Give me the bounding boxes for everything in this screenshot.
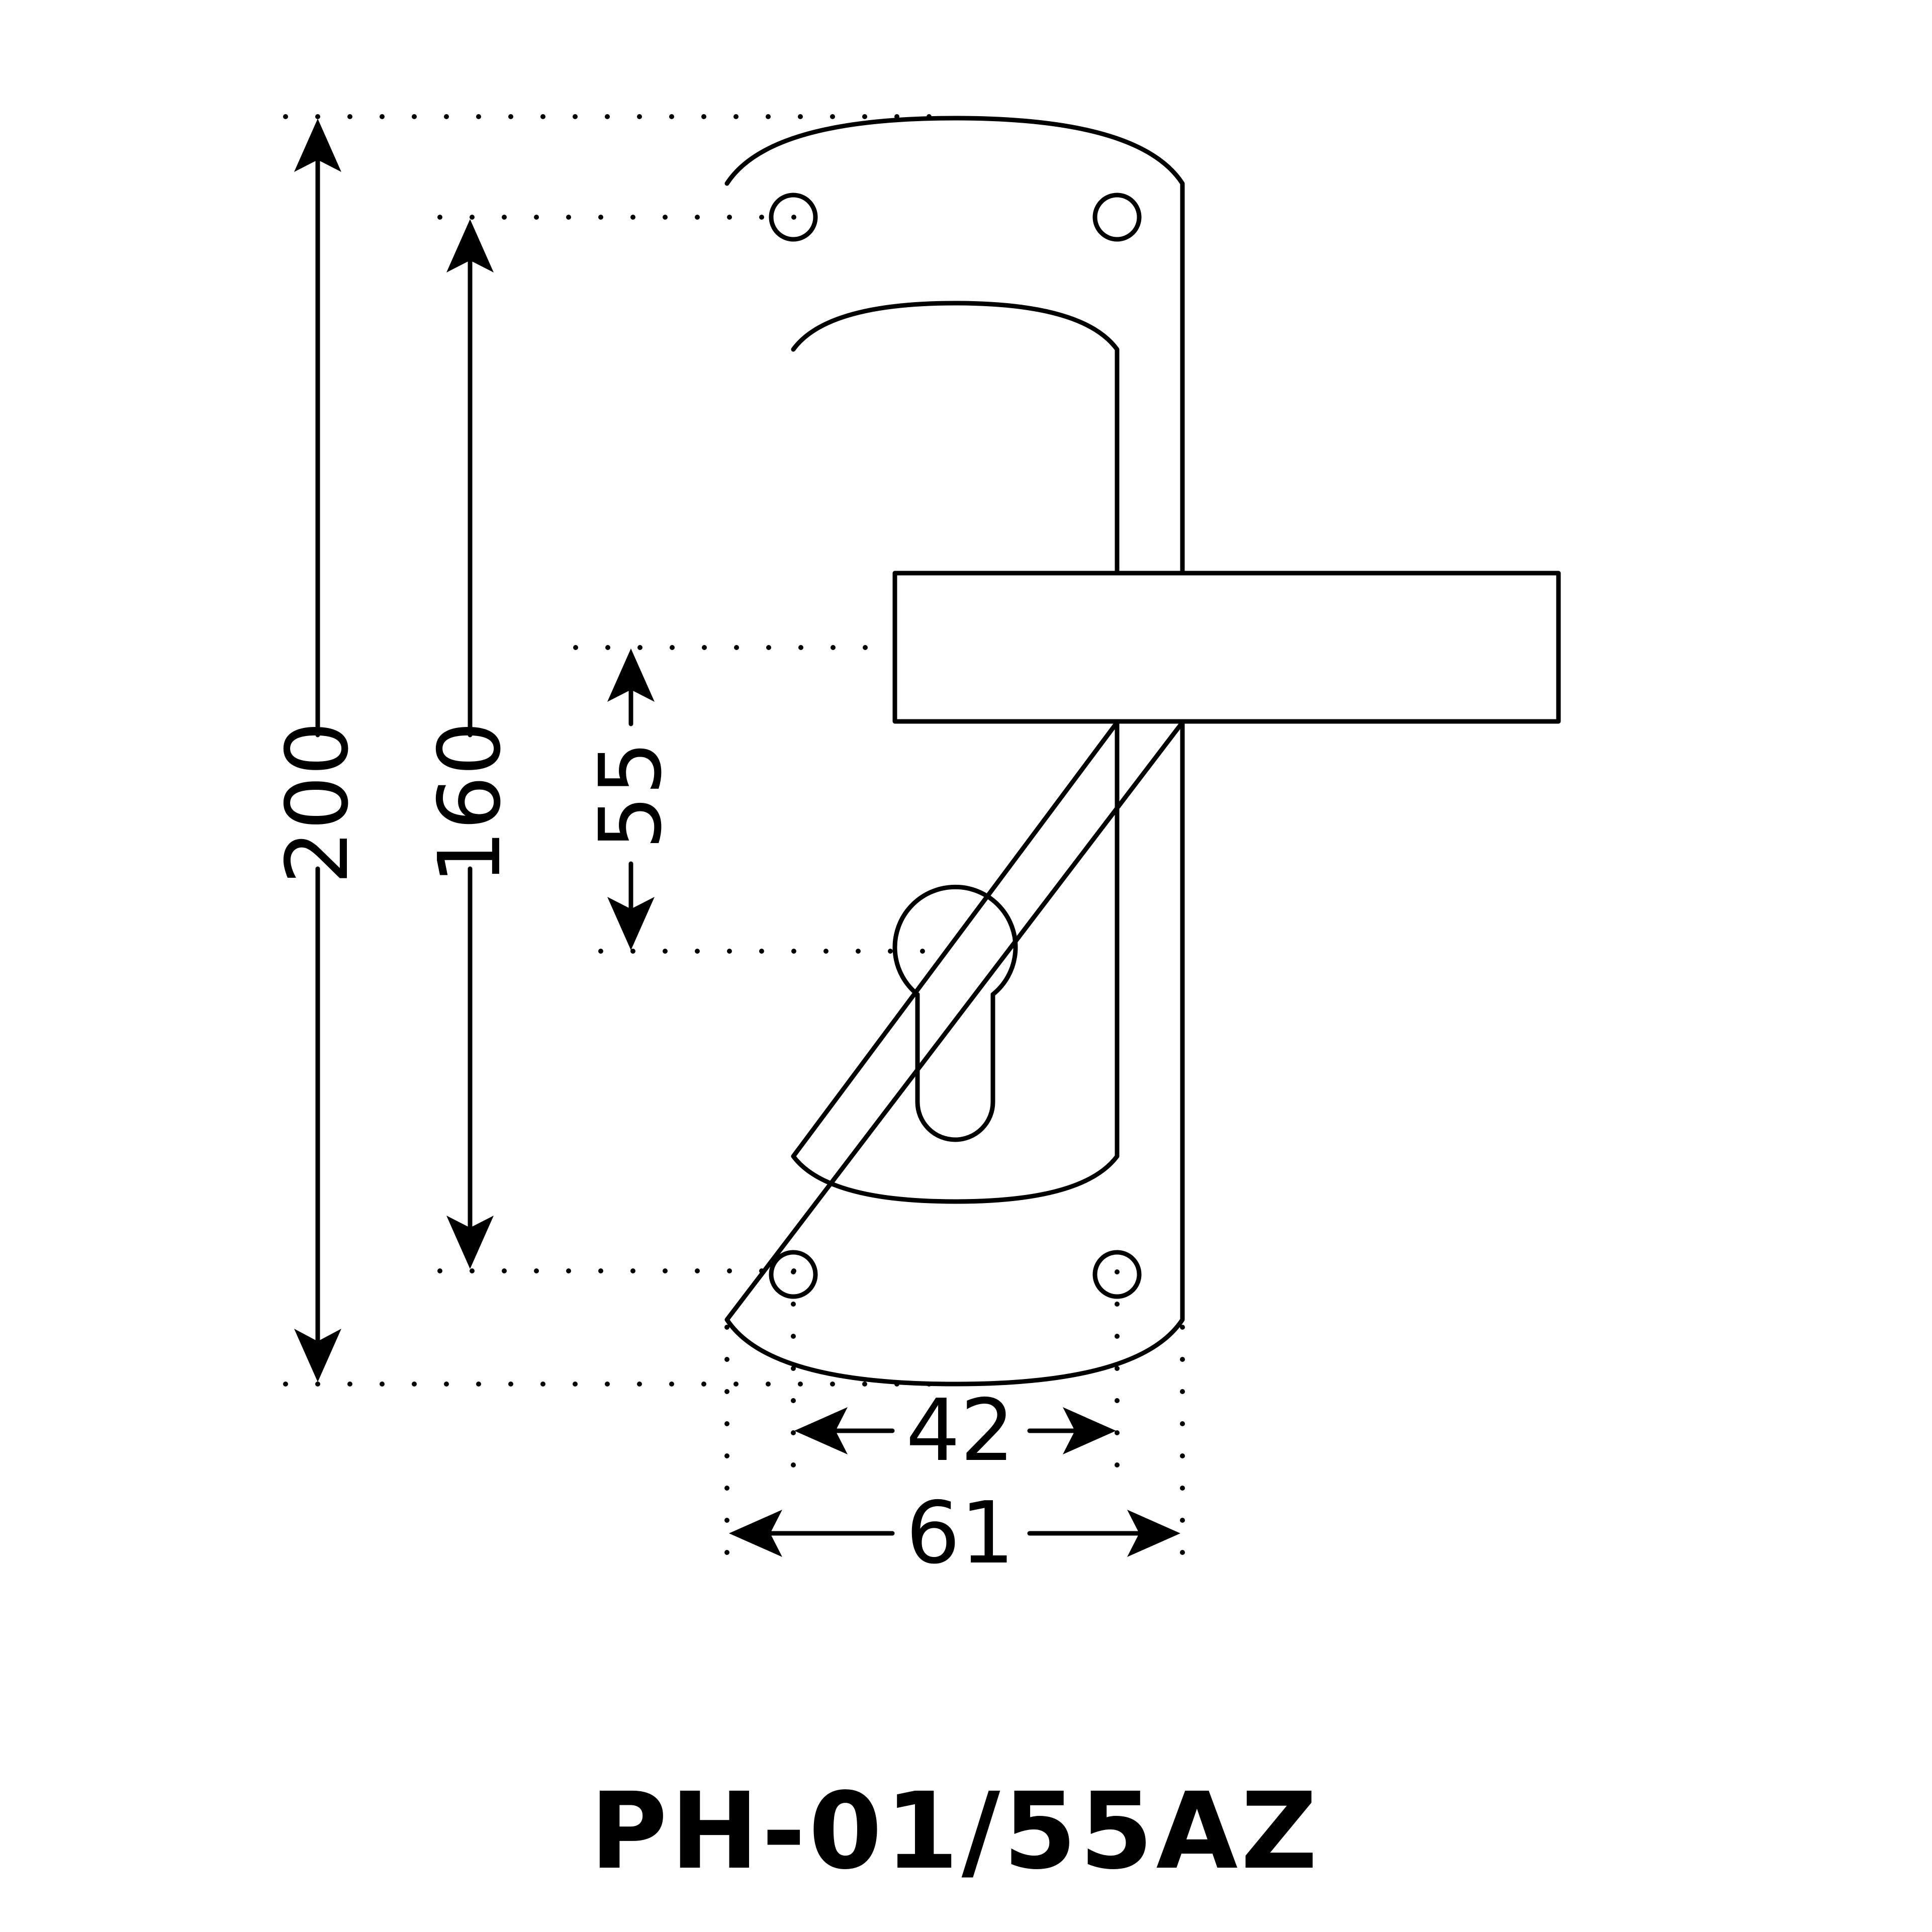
dim-200-arrow-up (294, 119, 341, 172)
dim-160-label: 160 (420, 721, 520, 884)
dim-61-arrow-right (1127, 1510, 1180, 1557)
screw-hole-top-right (1092, 193, 1142, 242)
keyhole (892, 884, 1018, 1142)
inner-panel-outline (791, 301, 1120, 1204)
dim-55-arrow-up (607, 649, 655, 702)
extension-lines (283, 114, 1185, 1571)
dim-160-arrow-up (446, 219, 494, 272)
dim-200-label: 200 (268, 721, 367, 884)
dim-42-arrow-left (794, 1407, 848, 1454)
dimension-55: 55 (581, 649, 681, 950)
dimension-160: 160 (420, 219, 520, 1269)
product-code: PH-01/55AZ (590, 1770, 1321, 1893)
dimension-42: 42 (794, 1381, 1116, 1481)
dim-55-arrow-down (607, 897, 655, 950)
dim-200-arrow-down (294, 1329, 341, 1382)
dim-61-arrow-left (729, 1510, 782, 1557)
dim-61-label: 61 (906, 1484, 1015, 1583)
dim-42-label: 42 (906, 1381, 1015, 1481)
dim-55-label: 55 (581, 741, 681, 850)
dimension-200: 200 (268, 119, 367, 1382)
back-plate-outline (724, 116, 1185, 1387)
lever-handle (892, 571, 1561, 724)
dim-42-arrow-right (1063, 1407, 1116, 1454)
screw-hole-bottom-right (1092, 1250, 1142, 1299)
screw-hole-bottom-left (769, 1250, 818, 1299)
dim-160-arrow-down (446, 1216, 494, 1269)
screw-holes (769, 193, 1142, 1299)
screw-hole-top-left (769, 193, 818, 242)
dimension-61: 61 (729, 1484, 1180, 1583)
